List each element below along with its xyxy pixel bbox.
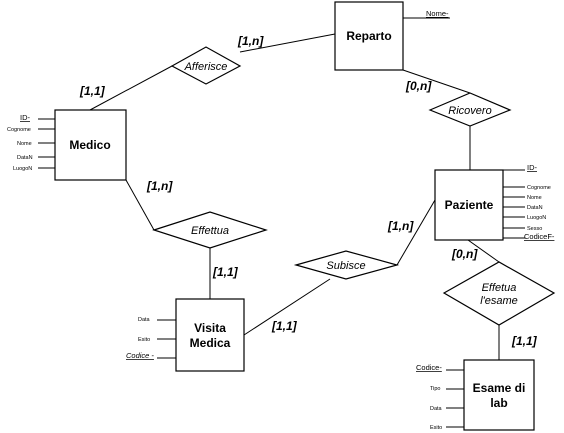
attr-visita-esito: Esito: [138, 337, 150, 343]
attr-medico-nome: Nome: [17, 141, 32, 147]
attr-medico-luogon: LuogoN: [13, 166, 32, 172]
card-visita-effettua: [1,1]: [212, 265, 239, 279]
attr-paziente-nome: Nome: [527, 195, 542, 201]
rel-label-esame-2: l'esame: [480, 295, 518, 307]
entity-label-esame-1: Esame di: [473, 381, 526, 395]
card-medico-effettua: [1,n]: [146, 179, 173, 193]
attr-paziente-cognome: Cognome: [527, 185, 551, 191]
attr-medico-cognome: Cognome: [7, 127, 31, 133]
entity-paziente: Paziente: [434, 169, 504, 241]
entity-reparto: Reparto: [334, 1, 404, 71]
attr-reparto-nome: Nome-: [426, 9, 449, 18]
rel-label-effettua: Effettua: [191, 225, 229, 237]
attributes-visita-medica: Data Esito Codice -: [126, 317, 176, 360]
card-paziente-esame: [0,n]: [451, 247, 478, 261]
relationship-afferisce: Afferisce: [170, 46, 242, 85]
entity-label-reparto: Reparto: [346, 29, 391, 43]
card-esame-effettua: [1,1]: [511, 334, 538, 348]
line-subisce-paziente: [396, 199, 436, 266]
relationship-effettua: Effettua: [152, 211, 268, 249]
entity-label-esame-2: lab: [490, 396, 507, 410]
connection-lines: [89, 33, 500, 360]
attr-visita-codice: Codice -: [126, 351, 154, 360]
rel-label-subisce: Subisce: [326, 260, 365, 272]
attributes-esame-di-lab: Codice- Tipo Data Esito: [416, 363, 464, 431]
rel-label-esame-1: Effetua: [482, 282, 517, 294]
cardinalities: [1,1] [1,n] [0,n] [1,n] [1,1] [1,n] [1,1…: [79, 34, 538, 348]
attr-esame-data: Data: [430, 406, 443, 412]
entity-esame-di-lab: Esame di lab: [463, 359, 535, 431]
card-reparto-ricovero: [0,n]: [405, 79, 432, 93]
attr-esame-codice: Codice-: [416, 363, 442, 372]
entity-visita-medica: Visita Medica: [175, 298, 245, 372]
card-paziente-subisce: [1,n]: [387, 219, 414, 233]
attr-esame-tipo: Tipo: [430, 386, 441, 392]
relationship-subisce: Subisce: [293, 250, 400, 280]
line-medico-afferisce: [89, 65, 173, 111]
line-visita-subisce: [243, 278, 331, 336]
attr-paziente-sesso: Sesso: [527, 226, 542, 232]
attr-visita-data: Data: [138, 317, 151, 323]
line-reparto-ricovero: [402, 69, 471, 94]
line-afferisce-reparto: [239, 33, 336, 53]
attributes-medico: ID- Cognome Nome DataN LuogoN: [7, 113, 55, 172]
rel-label-afferisce: Afferisce: [184, 61, 228, 73]
entity-label-visita-1: Visita: [194, 321, 226, 335]
card-visita-subisce: [1,1]: [271, 319, 298, 333]
attr-medico-datan: DataN: [17, 155, 33, 161]
card-medico-afferisce: [1,1]: [79, 84, 106, 98]
attr-esame-esito: Esito: [430, 425, 442, 431]
attr-medico-id: ID-: [20, 113, 31, 122]
attr-paziente-luogon: LuogoN: [527, 215, 546, 221]
entity-label-paziente: Paziente: [445, 198, 494, 212]
entity-medico: Medico: [54, 109, 127, 181]
rel-label-ricovero: Ricovero: [448, 105, 491, 117]
line-medico-effettua: [125, 179, 155, 231]
entity-label-medico: Medico: [69, 138, 110, 152]
card-reparto-afferisce: [1,n]: [237, 34, 264, 48]
line-paziente-esame: [467, 239, 500, 263]
attr-paziente-codicef: CodiceF-: [524, 232, 555, 241]
relationship-effettua-esame: Effetua l'esame: [442, 261, 556, 326]
attr-paziente-datan: DataN: [527, 205, 543, 211]
entity-label-visita-2: Medica: [190, 336, 231, 350]
attributes-reparto: Nome-: [403, 9, 450, 19]
relationship-ricovero: Ricovero: [428, 92, 512, 127]
attributes-paziente: ID- Cognome Nome DataN LuogoN Sesso Codi…: [503, 163, 555, 241]
attr-paziente-id: ID-: [527, 163, 538, 172]
